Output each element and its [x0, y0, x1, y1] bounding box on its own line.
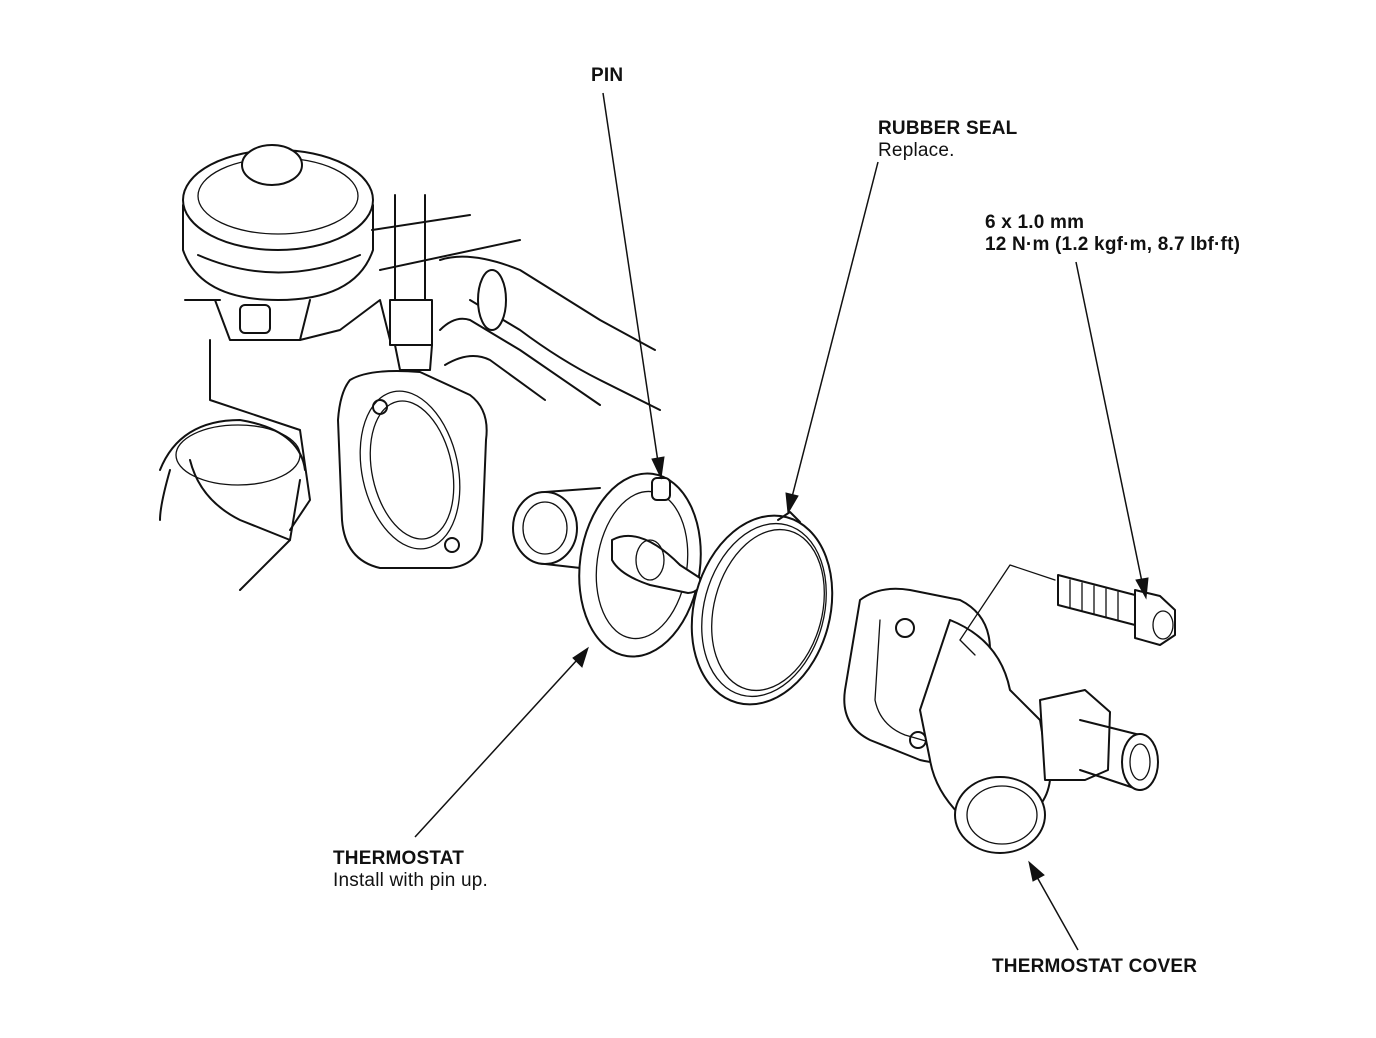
thermostat-cover-label: THERMOSTAT COVER	[992, 956, 1197, 978]
engine-housing	[159, 144, 661, 591]
thermostat-cover-label-text: THERMOSTAT COVER	[992, 956, 1198, 977]
bolt-size-text: 6 x 1.0 mm	[985, 212, 1085, 233]
thermostat-cover-part	[843, 564, 1159, 854]
thermostat-part	[512, 472, 702, 658]
bolt-spec-label: 6 x 1.0 mm 12 N·m (1.2 kgf·m, 8.7 lbf·ft…	[985, 212, 1240, 256]
pin-label-text: PIN	[591, 65, 624, 86]
thermostat-label-text: THERMOSTAT	[333, 848, 465, 869]
bolt-part	[1057, 574, 1176, 646]
leader-lines	[414, 92, 1149, 951]
rubber-seal-label: RUBBER SEAL Replace.	[878, 118, 1017, 162]
thermostat-label: THERMOSTAT Install with pin up.	[333, 848, 488, 892]
rubber-seal-note: Replace.	[878, 140, 955, 161]
bolt-torque-text: 12 N·m (1.2 kgf·m, 8.7 lbf·ft)	[985, 234, 1241, 255]
pin-label: PIN	[591, 65, 623, 87]
rubber-seal-label-text: RUBBER SEAL	[878, 118, 1018, 139]
thermostat-note: Install with pin up.	[333, 870, 489, 891]
rubber-seal-part	[690, 511, 834, 706]
